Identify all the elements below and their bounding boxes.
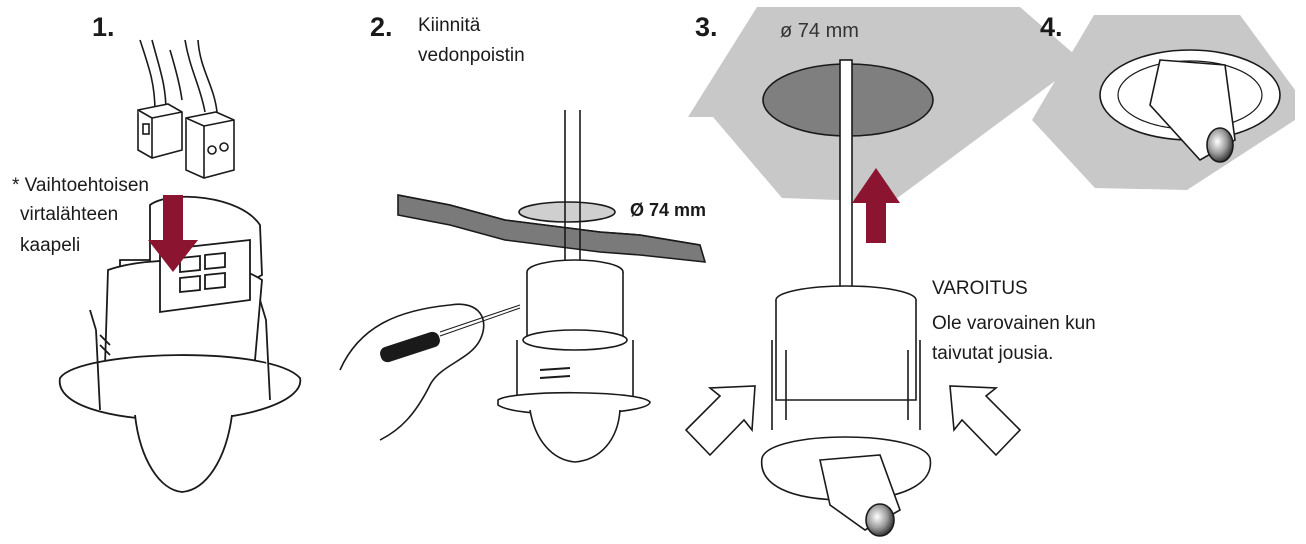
step1-note-line3: kaapeli xyxy=(20,235,81,256)
step2-sensor-housing xyxy=(497,259,651,463)
step1-note-line1: * Vaihtoehtoisen xyxy=(12,175,149,196)
down-arrow-icon xyxy=(148,195,198,272)
step3-ceiling-panel xyxy=(688,7,1082,202)
step2-note-line1: Kiinnitä xyxy=(418,15,481,36)
up-arrow-icon xyxy=(852,168,900,243)
cable-connector-icon xyxy=(137,103,235,179)
step2-note-line2: vedonpoistin xyxy=(418,45,525,66)
step3-warning-line2: taivutat jousia. xyxy=(932,343,1054,364)
step2-ceiling-cutaway xyxy=(397,194,707,263)
step3-cable xyxy=(839,59,853,301)
press-arrow-icon xyxy=(684,385,1022,457)
screwdriver-icon xyxy=(339,303,521,441)
step1-number: 1. xyxy=(92,12,115,42)
step1-note-line2: virtalähteen xyxy=(20,204,119,225)
step1-sensor-housing xyxy=(58,195,302,493)
step4-sensor-head xyxy=(1149,59,1236,163)
step3-dimension-label: ø 74 mm xyxy=(780,20,859,42)
step3-warning-line1: Ole varovainen kun xyxy=(932,313,1096,334)
step2-number: 2. xyxy=(370,12,393,42)
step2-cable xyxy=(564,110,581,270)
step2-dimension-label: Ø 74 mm xyxy=(630,200,707,220)
sensor-head-icon xyxy=(819,454,901,537)
step3-warning-title: VAROITUS xyxy=(932,278,1028,299)
step4-number: 4. xyxy=(1040,12,1063,42)
step1-cable-connectors xyxy=(137,39,235,179)
step3-number: 3. xyxy=(695,12,718,42)
